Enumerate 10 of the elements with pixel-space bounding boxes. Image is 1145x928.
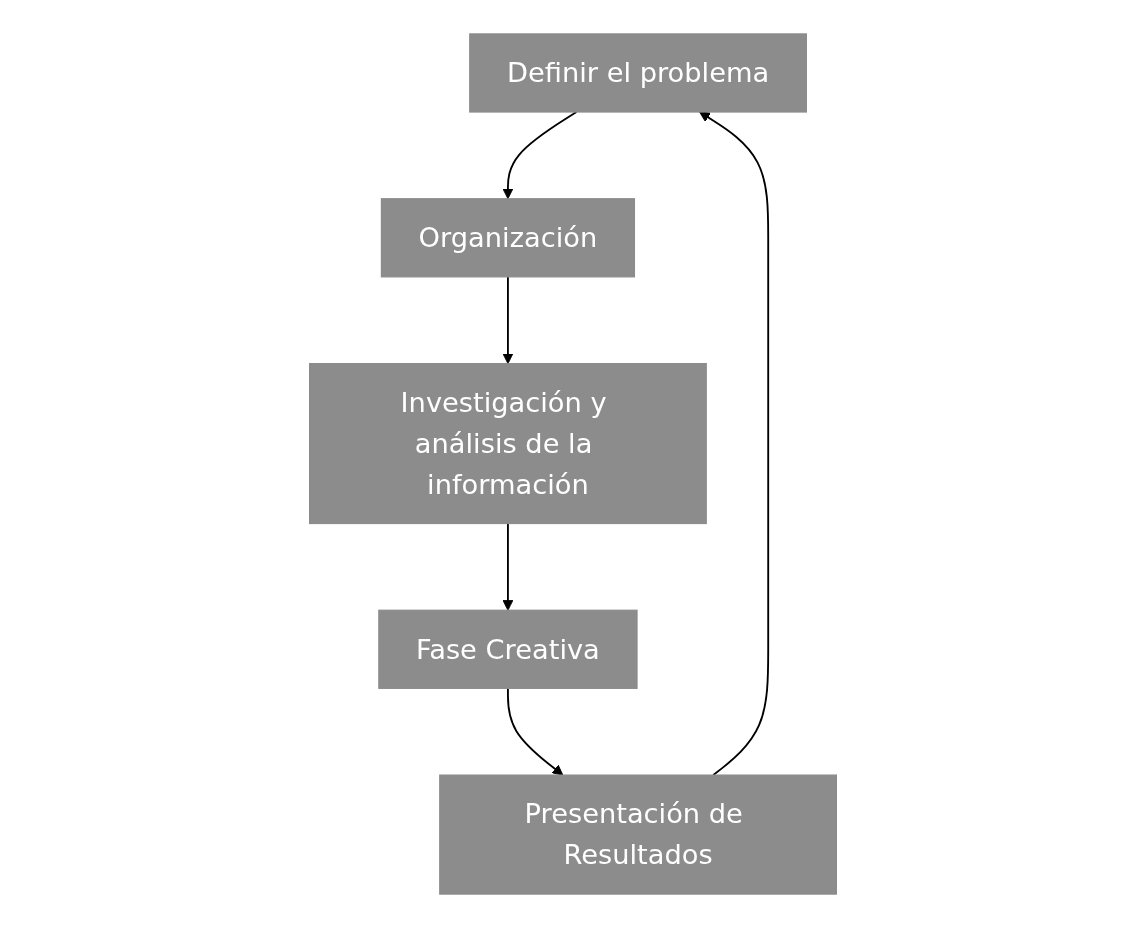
arrow (502, 275, 513, 365)
node-box: Presentación de Resultados (438, 774, 837, 895)
node-box: Definir el problema (468, 33, 807, 113)
arrow (698, 111, 769, 777)
node-box: Investigación y análisis de la información (308, 363, 707, 525)
arrow (502, 111, 577, 200)
node-box: Organización (380, 198, 635, 278)
arrow (502, 522, 513, 611)
node-box: Fase Creativa (377, 609, 638, 689)
arrow (506, 687, 563, 776)
